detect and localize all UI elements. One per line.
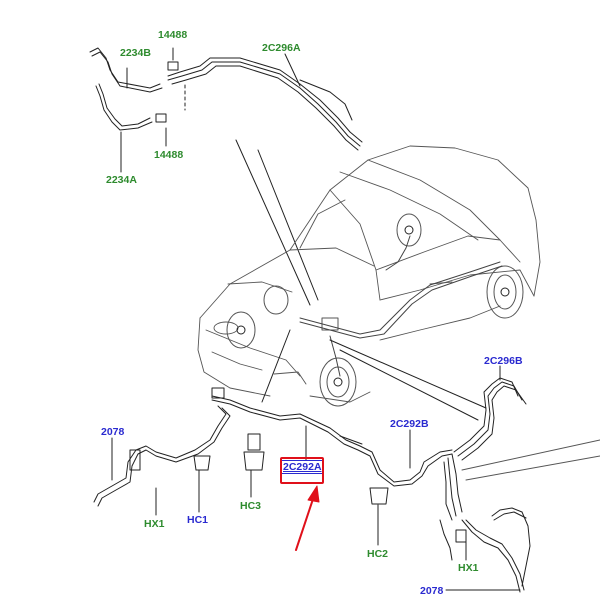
- brake-booster: [263, 285, 339, 331]
- callout-hc1[interactable]: HC1: [187, 514, 209, 526]
- callout-2c296a[interactable]: 2C296A: [262, 42, 301, 54]
- pipe-group-top: [89, 47, 363, 173]
- pipe-group-front: [93, 387, 453, 507]
- callout-hx1-left[interactable]: HX1: [144, 518, 165, 530]
- callout-2c292b[interactable]: 2C292B: [390, 418, 429, 430]
- callout-2c292a-selected[interactable]: 2C292A: [281, 460, 324, 474]
- callout-2234a[interactable]: 2234A: [106, 174, 137, 186]
- highlight-arrow: [295, 485, 320, 551]
- callout-hc3[interactable]: HC3: [240, 500, 262, 512]
- callout-hc2[interactable]: HC2: [367, 548, 389, 560]
- pipe-group-rear: [439, 377, 600, 593]
- callout-2078-right[interactable]: 2078: [420, 585, 444, 597]
- callout-14488-top[interactable]: 14488: [158, 29, 188, 41]
- callout-2078-left[interactable]: 2078: [101, 426, 125, 438]
- callout-hx1-right[interactable]: HX1: [458, 562, 479, 574]
- callout-2234b[interactable]: 2234B: [120, 47, 151, 59]
- vehicle-outline: [197, 145, 541, 403]
- wheel-rear-left: [396, 213, 422, 247]
- wheel-rear-right: [486, 265, 524, 319]
- wheel-front-left: [226, 311, 256, 349]
- callout-2c296b[interactable]: 2C296B: [484, 355, 523, 367]
- selection-highlight-box: [280, 457, 324, 484]
- callout-14488-bottom[interactable]: 14488: [154, 149, 184, 161]
